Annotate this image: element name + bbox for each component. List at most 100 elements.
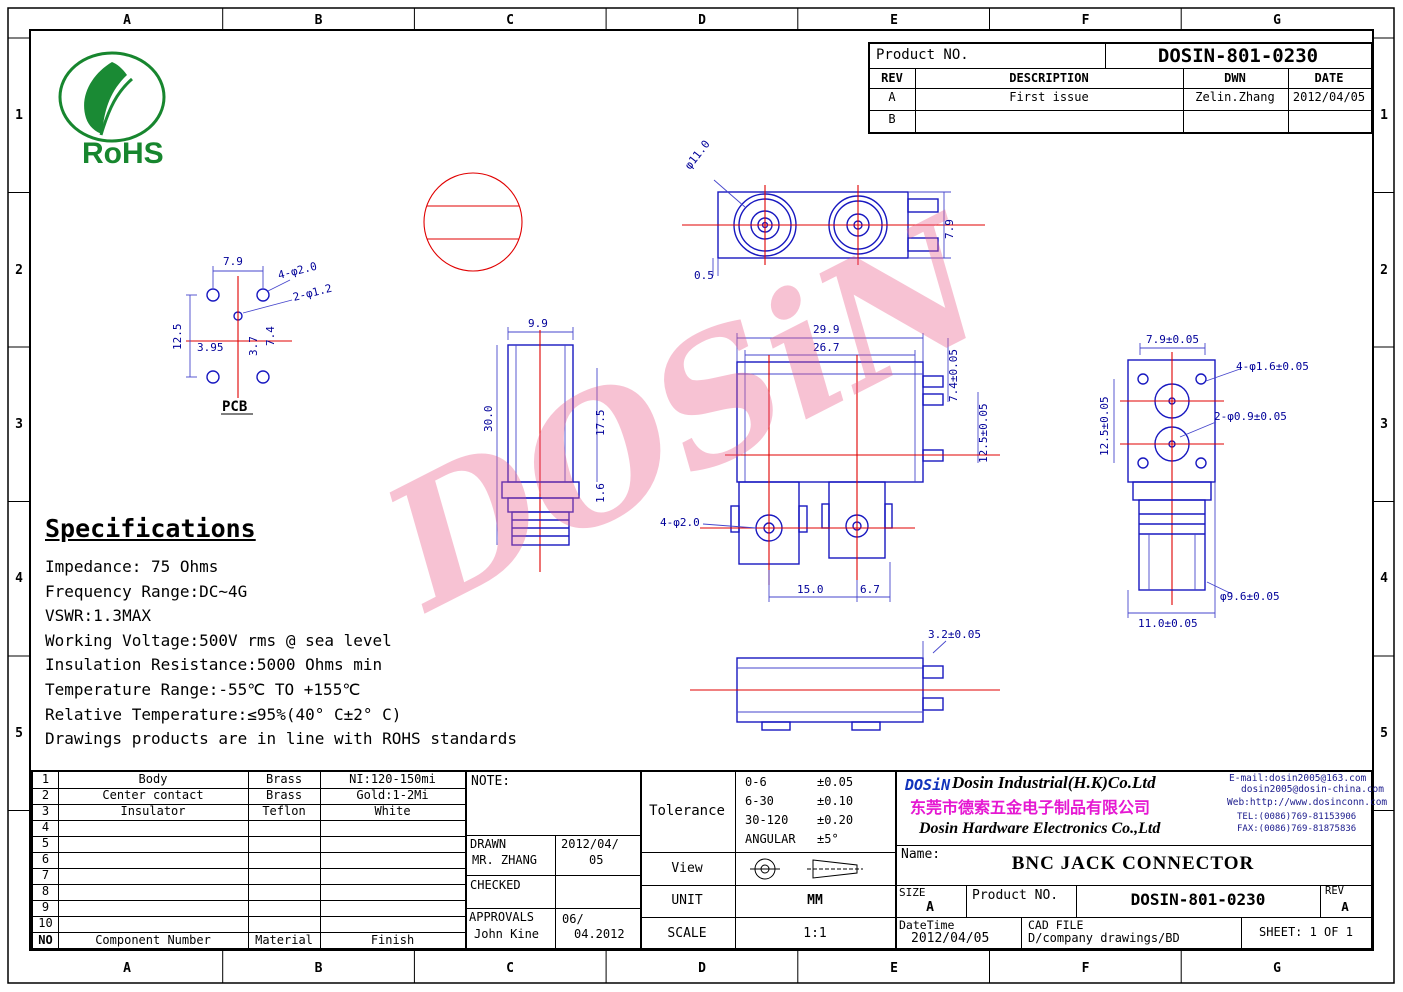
grid-row-label: 2 — [15, 263, 23, 278]
cad-file-value: D/company drawings/BD — [1028, 931, 1180, 945]
bom-component: Insulator — [120, 804, 186, 818]
dim-label: 4-φ2.0 — [277, 260, 319, 282]
name-label: Name: — [901, 847, 941, 862]
description-header: DESCRIPTION — [1009, 71, 1089, 85]
bom-no: 6 — [41, 852, 50, 866]
datetime-value: 2012/04/05 — [911, 931, 990, 946]
spec-line: Insulation Resistance:5000 Ohms min — [45, 655, 383, 675]
grid-row-labels-right: 1 2 3 4 5 — [1380, 108, 1388, 741]
bom-footer-material: Material — [255, 933, 313, 947]
unit-value: MM — [807, 893, 823, 908]
dim-label: 15.0 — [797, 583, 824, 596]
grid-col-label: E — [890, 13, 898, 28]
grid-row-labels-left: 1 2 3 4 5 — [15, 108, 23, 741]
dim-label: 1.6 — [594, 483, 607, 503]
specifications-title: Specifications — [45, 514, 256, 543]
view-label-pcb: PCB — [222, 399, 247, 415]
product-no-label: Product NO. — [876, 47, 969, 63]
tolerance-label: Tolerance — [649, 803, 725, 819]
dim-label: φ9.6±0.05 — [1220, 590, 1280, 603]
unit-label: UNIT — [671, 893, 703, 908]
company-email: E-mail:dosin2005@163.com — [1229, 773, 1367, 784]
spec-line: Drawings products are in line with ROHS … — [45, 729, 518, 749]
approvals-date: 04.2012 — [574, 927, 625, 941]
drawn-date: 2012/04/ — [561, 837, 619, 851]
drawn-name: MR. ZHANG — [472, 853, 538, 867]
dim-label: 0.5 — [694, 269, 714, 282]
dim-label: 12.5±0.05 — [977, 403, 990, 463]
projection-symbols — [750, 858, 863, 880]
checked-label: CHECKED — [470, 878, 521, 892]
grid-col-label: A — [123, 13, 131, 28]
bom-no: 7 — [41, 868, 50, 882]
company-email: dosin2005@dosin-china.com — [1241, 784, 1384, 795]
rev-row-value: A — [888, 90, 896, 104]
dim-label: 3.2±0.05 — [928, 628, 981, 641]
dim-label: 4-φ2.0 — [660, 516, 700, 529]
approvals-date: 06/ — [562, 912, 584, 926]
size-value: A — [926, 900, 934, 915]
rev-row-description: First issue — [1009, 90, 1089, 104]
dim-label: 7.9 — [943, 219, 956, 239]
grid-col-label: G — [1273, 13, 1281, 28]
company-name-en2: Dosin Hardware Electronics Co.,Ltd — [919, 820, 1161, 837]
grid-col-label: G — [1273, 961, 1281, 976]
specifications: Specifications Impedance: 75 Ohms Freque… — [45, 514, 545, 752]
rev-row-value: B — [888, 112, 896, 126]
bom-no: 4 — [41, 820, 50, 834]
grid-col-label: B — [315, 13, 323, 28]
bom-no: 8 — [41, 884, 50, 898]
grid-row-label: 3 — [1380, 417, 1388, 432]
product-no-label: Product NO. — [972, 888, 1059, 903]
company-web: Web:http://www.dosinconn.com — [1227, 797, 1388, 808]
grid-col-label: D — [698, 13, 706, 28]
grid-row-label: 4 — [15, 571, 23, 586]
spec-line: VSWR:1.3MAX — [45, 606, 151, 626]
first-angle-projection-icon — [750, 858, 780, 880]
bom-no: 2 — [41, 788, 50, 802]
company-name-cn: 东莞市德索五金电子制品有限公司 — [910, 798, 1151, 817]
bom-footer-component: Component Number — [95, 933, 211, 947]
company-tel: TEL:(0086)769-81153906 — [1237, 812, 1357, 822]
dim-label: 3.7 — [247, 336, 260, 356]
tolerance-value: ±0.20 — [817, 813, 854, 827]
dim-label: 7.4 — [264, 326, 277, 346]
grid-row-label: 1 — [15, 108, 23, 123]
dim-label: 3.95 — [197, 341, 224, 354]
product-name: BNC JACK CONNECTOR — [1011, 853, 1255, 874]
view-front: 29.9 26.7 7.4±0.05 12.5±0.05 — [660, 323, 1000, 602]
dim-label: 2-φ0.9±0.05 — [1214, 410, 1287, 423]
dim-label: 12.5±0.05 — [1098, 396, 1111, 456]
tolerance-value: ±0.05 — [817, 775, 854, 789]
datetime-label: DateTime — [899, 918, 955, 932]
dim-label: 26.7 — [813, 341, 840, 354]
dim-label: 7.4±0.05 — [947, 349, 960, 402]
grid-col-label: D — [698, 961, 706, 976]
tolerance-value: ±0.10 — [817, 794, 854, 808]
dim-label: 12.5 — [171, 324, 184, 351]
dwn-header: DWN — [1224, 71, 1246, 85]
dim-label: 30.0 — [482, 406, 495, 433]
spec-line: Frequency Range:DC~4G — [45, 581, 248, 601]
note-label: NOTE: — [471, 774, 511, 789]
leaf-stem-icon — [99, 77, 133, 136]
dim-label: φ11.0 — [682, 138, 713, 172]
dim-label: 17.5 — [594, 410, 607, 437]
grid-row-label: 2 — [1380, 263, 1388, 278]
dim-label: 29.9 — [813, 323, 840, 336]
spec-line: Relative Temperature:≤95%(40° C±2° C) — [45, 704, 402, 724]
company-name-en: Dosin Industrial(H.K)Co.Ltd — [952, 773, 1156, 792]
bom-no: 10 — [38, 916, 53, 930]
bom-footer-finish: Finish — [370, 933, 415, 947]
rev-row-dwn: Zelin.Zhang — [1195, 90, 1275, 104]
size-label: SIZE — [899, 886, 926, 899]
grid-row-label: 1 — [1380, 108, 1388, 123]
approvals-label: APPROVALS — [469, 910, 535, 924]
grid-col-label: F — [1082, 13, 1090, 28]
tolerance-range: 30-120 — [745, 813, 789, 827]
grid-row-label: 5 — [1380, 726, 1388, 741]
view-detail: 7.9±0.05 4-φ1.6±0.05 2-φ0.9±0.05 12.5±0.… — [1098, 333, 1309, 630]
bom-finish: White — [374, 804, 411, 818]
